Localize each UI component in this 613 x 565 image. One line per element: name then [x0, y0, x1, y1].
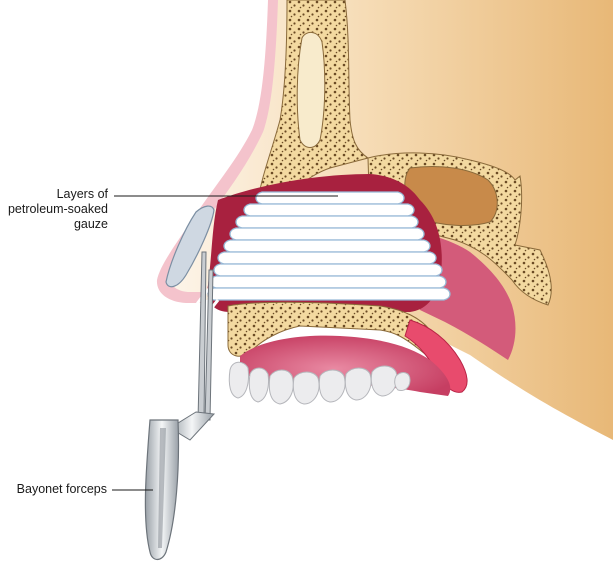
- nasal-splint: [165, 205, 215, 288]
- gauze-label-line-1: Layers of: [56, 187, 108, 201]
- gauze-label: Layers of petroleum-soaked gauze: [8, 187, 108, 232]
- gauze-label-line-2: petroleum-soaked: [7, 202, 108, 216]
- gauze-packing: [207, 191, 451, 301]
- soft-palate: [404, 319, 468, 393]
- bayonet-forceps: [144, 251, 216, 561]
- forceps-label: Bayonet forceps: [16, 482, 107, 496]
- gauze-label-line-3: gauze: [73, 217, 108, 231]
- frontal-sinus: [296, 32, 326, 148]
- upper-teeth: [228, 361, 411, 405]
